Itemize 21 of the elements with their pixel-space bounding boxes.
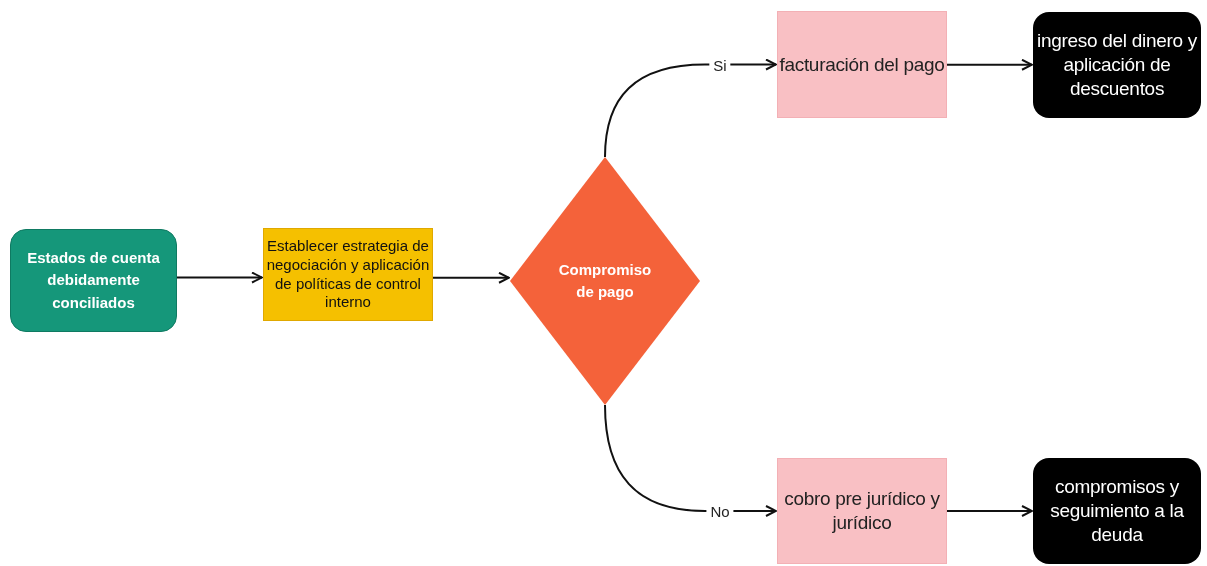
decision-diamond [510,157,700,405]
node-text: Establecer estrategia de negociación y aplicación de políticas de control interno [265,237,431,312]
end-box [1033,12,1201,118]
arrow [432,271,510,284]
process-box [263,228,433,321]
end-box [1033,458,1201,564]
start-box [10,229,177,332]
arrow [604,404,777,517]
arrow [946,58,1033,71]
node-text: Estados de cuenta debidamente conciliados [26,247,161,313]
node-text: cobro pre jurídico y jurídico [783,487,941,535]
action-box [777,458,947,564]
edge-label: Si [709,57,731,72]
arrow [176,271,263,284]
node-text: ingreso del dinero y aplicación de descuentos [1036,29,1198,101]
arrow [946,505,1033,517]
node-text: Compromiso de pago [557,259,653,302]
action-box [777,11,947,118]
node-text: compromisos y seguimiento a la deuda [1049,475,1185,547]
node-text: facturación del pago [779,52,945,77]
arrow [604,58,777,158]
